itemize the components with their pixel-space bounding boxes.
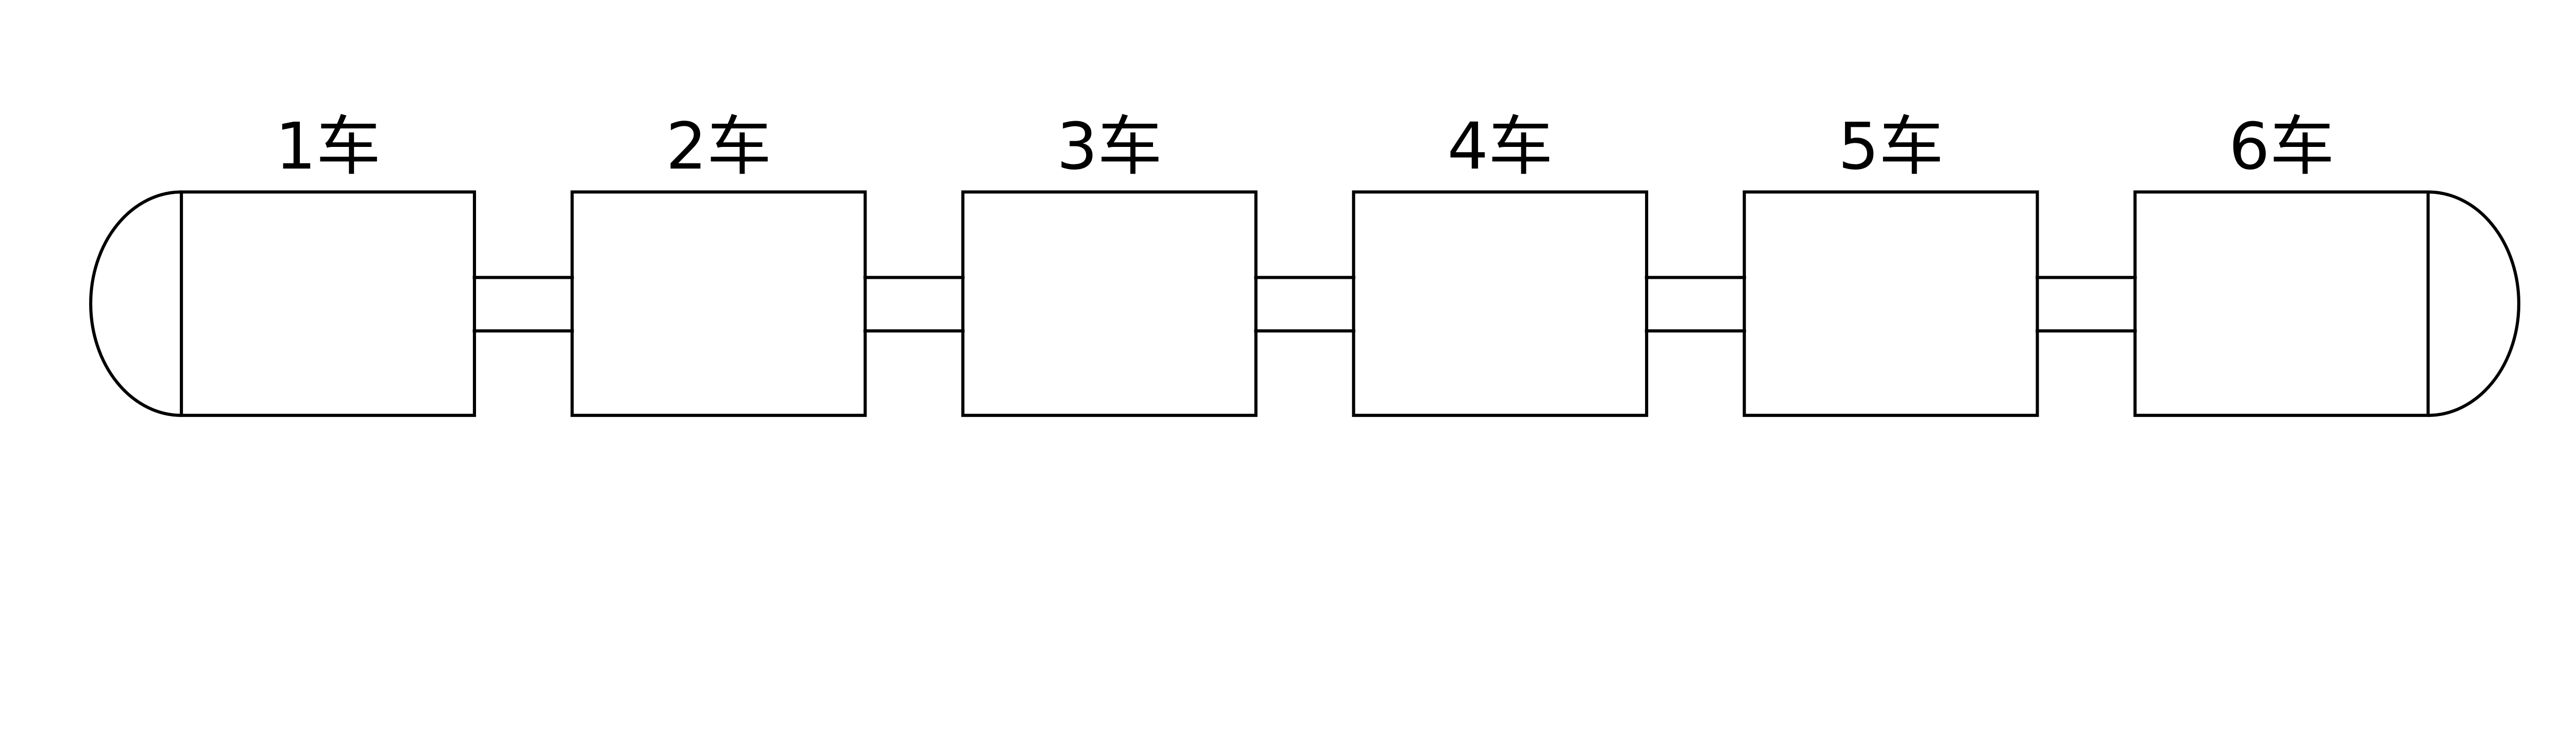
- train-diagram-canvas: 1车 2车 3车 4车 5车 6车: [0, 0, 2576, 496]
- car-body: [180, 190, 476, 417]
- rear-tail: [2428, 190, 2520, 417]
- train-car-5: 5车: [1742, 109, 2039, 417]
- train-car-1: 1车: [180, 109, 476, 417]
- canvas-background: [0, 0, 2576, 496]
- car-label: 1车: [275, 109, 381, 184]
- car-label: 6车: [2229, 109, 2334, 184]
- train-car-2: 2车: [570, 109, 867, 417]
- car-body: [1742, 190, 2039, 417]
- coupler-4-5: [1645, 276, 1747, 332]
- car-body: [2133, 190, 2430, 417]
- front-nose: [89, 190, 182, 417]
- train-diagram: 1车 2车 3车 4车 5车 6车: [0, 0, 2576, 496]
- car-body: [1352, 190, 1649, 417]
- train-car-3: 3车: [961, 109, 1258, 417]
- coupler-1-2: [472, 276, 574, 332]
- coupler-2-3: [863, 276, 965, 332]
- train-car-6: 6车: [2133, 109, 2430, 417]
- coupler-3-4: [1254, 276, 1355, 332]
- coupler-5-6: [2036, 276, 2137, 332]
- car-label: 2车: [666, 109, 771, 184]
- car-label: 5车: [1838, 109, 1944, 184]
- car-label: 4车: [1447, 109, 1553, 184]
- train-car-4: 4车: [1352, 109, 1649, 417]
- car-body: [570, 190, 867, 417]
- car-body: [961, 190, 1258, 417]
- car-label: 3车: [1057, 109, 1162, 184]
